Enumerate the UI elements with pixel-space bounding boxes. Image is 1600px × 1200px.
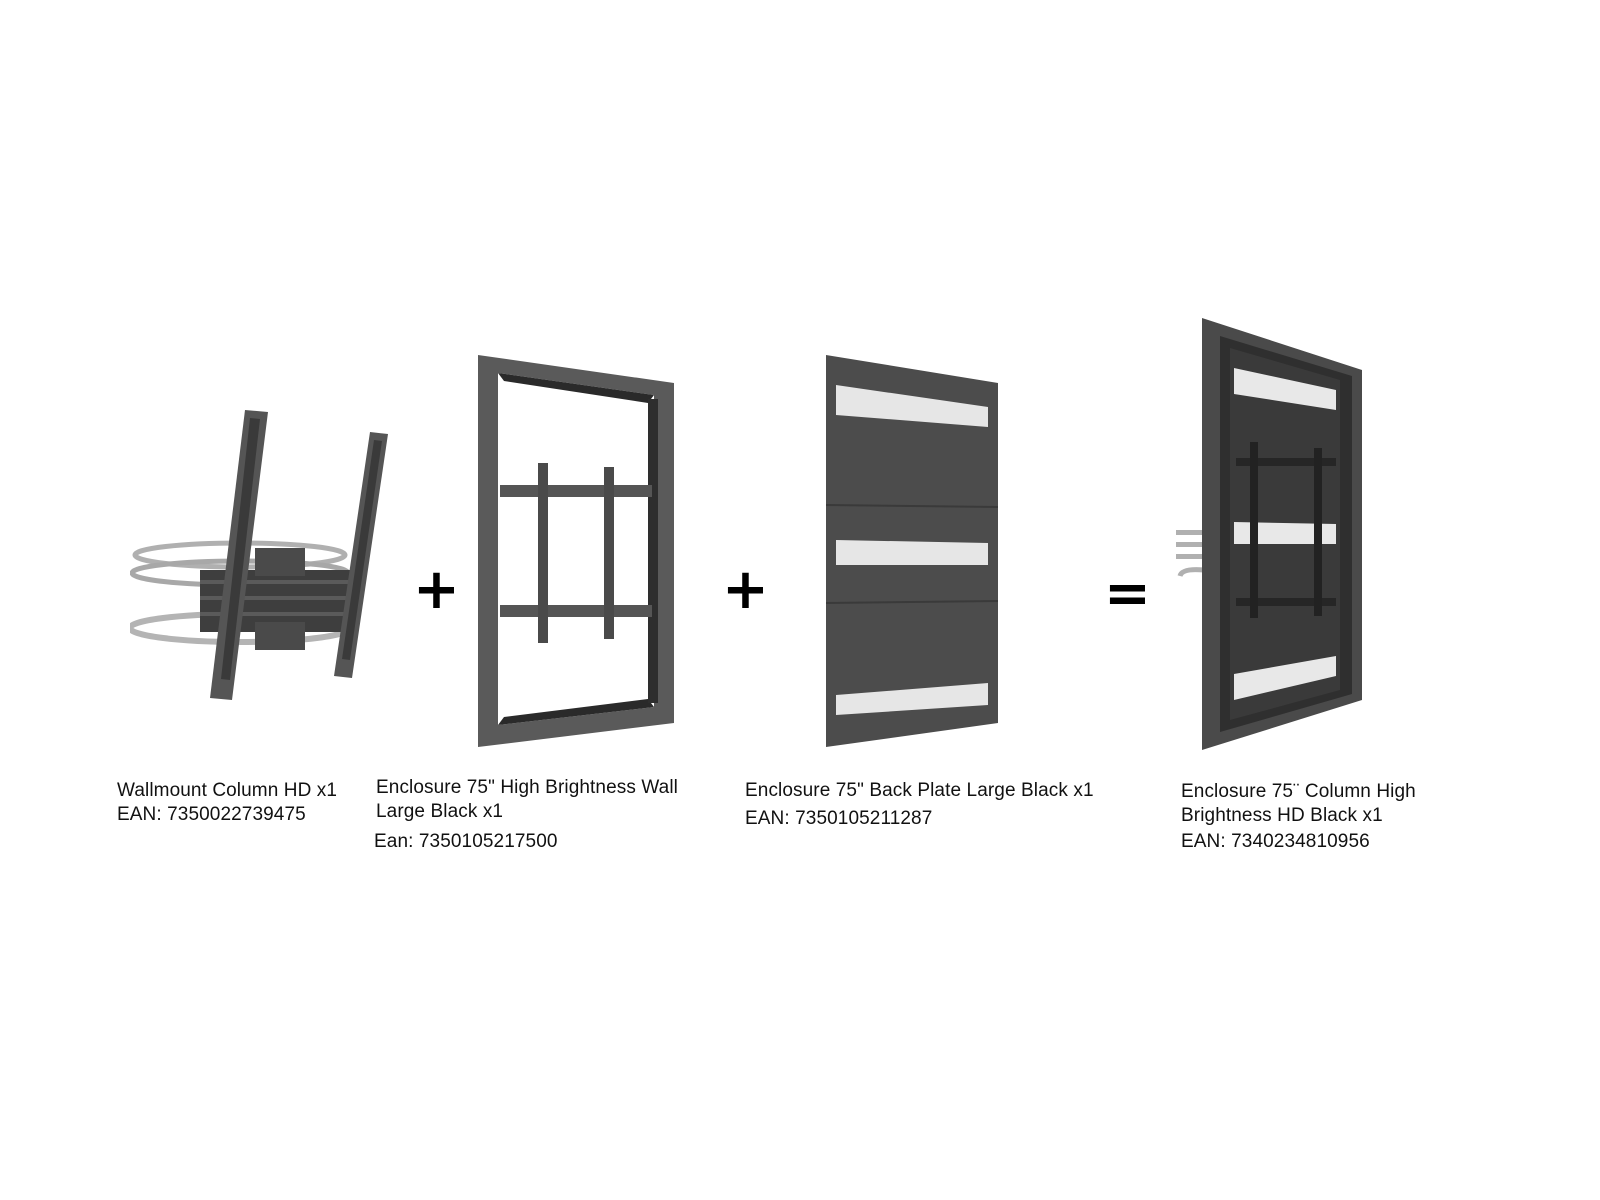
plus-operator: +: [413, 557, 460, 622]
equals-operator: =: [1104, 561, 1151, 626]
wallmount-column-icon: [130, 410, 388, 700]
product-ean: EAN: 7340234810956: [1181, 831, 1370, 852]
product-ean: Ean: 7350105217500: [374, 831, 558, 852]
product-caption-back-plate: Enclosure 75" Back Plate Large Black x1 …: [745, 779, 1125, 831]
product-name: Wallmount Column HD x1: [117, 780, 338, 801]
back-plate-image: [826, 355, 1001, 750]
product-ean: EAN: 7350022739475: [117, 804, 306, 825]
enclosure-wall-image: [478, 355, 678, 750]
assembled-enclosure-icon: [1176, 318, 1362, 750]
wallmount-column-image: [130, 410, 410, 720]
product-ean: EAN: 7350105211287: [745, 808, 933, 829]
assembled-enclosure-image: [1176, 318, 1376, 753]
product-name: Enclosure 75" High Brightness Wall Large…: [376, 777, 678, 822]
product-caption-enclosure-wall: Enclosure 75" High Brightness Wall Large…: [374, 776, 716, 854]
product-name: Enclosure 75" Back Plate Large Black x1: [745, 780, 1094, 801]
back-plate-icon: [826, 355, 999, 747]
plus-operator-2: +: [722, 557, 769, 622]
enclosure-frame-icon: [478, 355, 674, 747]
product-name: Enclosure 75¨ Column High Brightness HD …: [1181, 781, 1416, 826]
product-caption-assembled: Enclosure 75¨ Column High Brightness HD …: [1181, 780, 1451, 854]
product-caption-wallmount: Wallmount Column HD x1 EAN: 735002273947…: [117, 779, 367, 827]
